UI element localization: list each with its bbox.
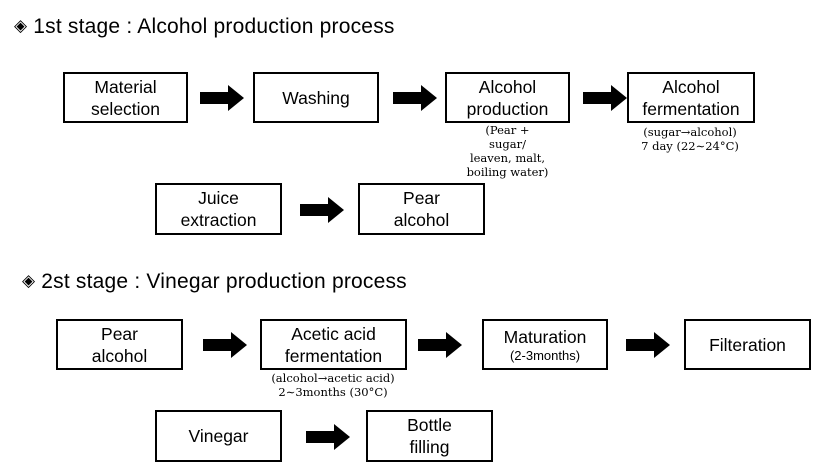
alcohol-fermentation-box: Alcohol fermentation — [627, 72, 755, 123]
vinegar-box: Vinegar — [155, 410, 282, 462]
note-line: (sugar→alcohol) — [643, 125, 737, 139]
alcohol-production-line2: production — [466, 98, 549, 119]
material-selection-line1: Material — [94, 76, 157, 97]
diamond-bullet-icon: ◈ — [14, 16, 28, 35]
arrow-icon — [200, 85, 244, 111]
bottle-filling-box: Bottle filling — [366, 410, 493, 462]
arrow-icon — [203, 332, 247, 358]
acetic-acid-fermentation-line1: Acetic acid — [291, 323, 376, 344]
alcohol-production-box: Alcohol production — [445, 72, 570, 123]
note-line: boiling water) — [466, 165, 549, 179]
filteration-box: Filteration — [684, 319, 811, 370]
pear-alcohol-line1: Pear — [403, 188, 440, 208]
maturation-duration: (2-3months) — [509, 348, 581, 363]
acetic-acid-fermentation-note: (alcohol→acetic acid) 2∼3months (30°C) — [248, 371, 418, 399]
bottle-filling-line1: Bottle — [407, 415, 452, 435]
acetic-acid-fermentation-line2: fermentation — [284, 345, 383, 366]
juice-extraction-box: Juice extraction — [155, 183, 282, 235]
stage2-title-text: 2st stage : Vinegar production process — [41, 270, 407, 293]
maturation-label: Maturation — [503, 327, 587, 347]
pear-alcohol-line2: alcohol — [393, 210, 450, 230]
note-line: (alcohol→acetic acid) — [271, 371, 395, 385]
vinegar-label: Vinegar — [188, 426, 249, 446]
pear-alcohol-box-2: Pear alcohol — [56, 319, 183, 370]
pear-alcohol-line1: Pear — [101, 323, 138, 344]
material-selection-box: Material selection — [63, 72, 188, 123]
material-selection-line2: selection — [90, 98, 161, 119]
acetic-acid-fermentation-box: Acetic acid fermentation — [260, 319, 407, 370]
arrow-icon — [300, 197, 344, 223]
alcohol-fermentation-line1: Alcohol — [662, 76, 720, 97]
alcohol-production-note: (Pear + sugar/ leaven, malt, boiling wat… — [445, 123, 570, 179]
pear-alcohol-box: Pear alcohol — [358, 183, 485, 235]
note-line: sugar/ — [489, 137, 526, 151]
washing-box: Washing — [253, 72, 379, 123]
arrow-icon — [626, 332, 670, 358]
note-line: 2∼3months (30°C) — [278, 385, 388, 399]
arrow-icon — [306, 424, 350, 450]
stage1-title: ◈ 1st stage : Alcohol production process — [14, 16, 395, 37]
note-line: 7 day (22∼24°C) — [641, 139, 739, 153]
juice-extraction-line1: Juice — [198, 188, 239, 208]
pear-alcohol-line2: alcohol — [91, 345, 148, 366]
arrow-icon — [418, 332, 462, 358]
washing-label: Washing — [282, 87, 350, 108]
alcohol-production-line1: Alcohol — [478, 76, 537, 97]
note-line: (Pear + — [485, 123, 530, 137]
maturation-box: Maturation (2-3months) — [482, 319, 608, 370]
bottle-filling-line2: filling — [409, 437, 450, 457]
alcohol-fermentation-line2: fermentation — [642, 98, 740, 119]
alcohol-fermentation-note: (sugar→alcohol) 7 day (22∼24°C) — [615, 125, 765, 153]
arrow-icon — [393, 85, 437, 111]
stage1-title-text: 1st stage : Alcohol production process — [33, 15, 395, 38]
note-line: leaven, malt, — [469, 151, 546, 165]
juice-extraction-line2: extraction — [180, 210, 257, 230]
arrow-icon — [583, 85, 627, 111]
stage2-title: ◈ 2st stage : Vinegar production process — [22, 271, 407, 292]
diamond-bullet-icon: ◈ — [22, 271, 36, 290]
filteration-label: Filteration — [709, 334, 786, 355]
